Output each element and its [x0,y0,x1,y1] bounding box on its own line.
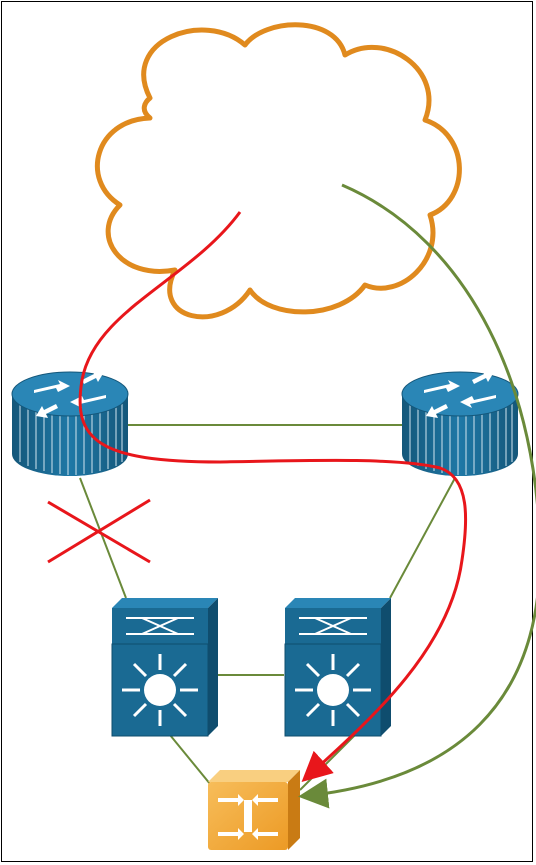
switch-cross-arrows-icon [299,617,367,635]
switch-left [111,598,218,737]
primary-path [298,183,536,809]
radial-arrows-icon [295,654,371,726]
access-switch-arrows-icon [218,794,278,840]
layer3-core-icon [144,674,176,706]
link-failure-x-icon [47,498,151,564]
link-switch-right-access [299,734,356,791]
cloud-icon [94,22,462,320]
radial-arrows-icon [122,654,198,726]
failover-path [78,211,468,783]
switch-cross-arrows-icon [126,617,194,635]
access-switch [208,770,300,850]
router-right [401,370,519,476]
router-arrows-icon [424,370,496,418]
link-router-right-switch-right [389,477,456,599]
link-switch-left-access [169,734,216,791]
router-left [11,370,129,476]
switch-right [284,598,391,737]
link-router-left-switch-left [79,477,127,599]
links [79,424,456,791]
layer3-core-icon [317,674,349,706]
